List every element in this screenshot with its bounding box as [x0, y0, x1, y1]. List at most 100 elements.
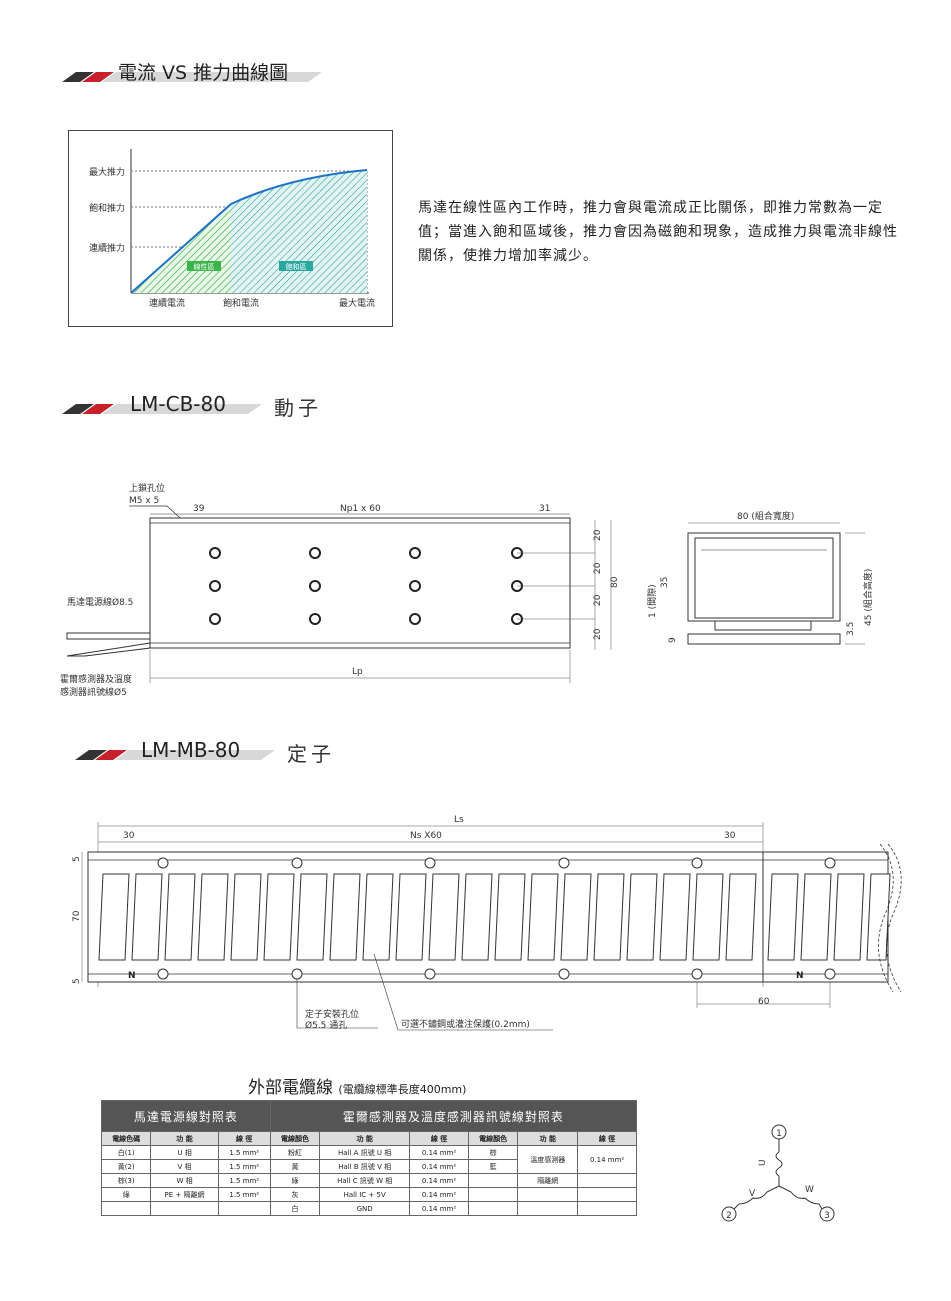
- cell: [467, 1201, 519, 1216]
- dim-35: 35: [660, 577, 670, 588]
- cell: 0.14 mm²: [409, 1159, 469, 1174]
- col-header: 功 能: [150, 1131, 219, 1146]
- curve-description: 馬達在線性區內工作時，推力會與電流成正比關係，即推力常數為一定值；當進入飽和區域…: [418, 200, 898, 264]
- region-label-linear: 線性區: [194, 262, 215, 271]
- dim-5a: 5: [72, 856, 82, 862]
- cell: PE + 隔離網: [150, 1187, 219, 1202]
- magnet-row: [98, 873, 891, 961]
- header-stripe-icon: [62, 72, 322, 82]
- section-header-stator: LM-MB-80 定子: [75, 738, 355, 774]
- terminal-1: 1: [776, 1129, 782, 1139]
- dim-5b: 5: [72, 978, 82, 984]
- height-label: 45 (組合高度): [862, 569, 874, 626]
- lock-hole-spec: M5 x 5: [129, 496, 159, 506]
- y-label-max: 最大推力: [89, 166, 125, 178]
- saturation-region: [231, 170, 367, 293]
- cell: 0.14 mm²: [409, 1187, 469, 1202]
- dim-60: 60: [758, 997, 770, 1007]
- lp-label: Lp: [352, 667, 363, 677]
- col-header: 電線顏色: [467, 1131, 519, 1146]
- thrust-curve: [130, 169, 368, 294]
- cell: 1.5 mm²: [217, 1145, 271, 1160]
- cell: [217, 1201, 271, 1216]
- cell: Hall IC + 5V: [319, 1187, 411, 1202]
- cell: [467, 1173, 519, 1188]
- dim-35b: 3.5: [846, 622, 856, 636]
- cell: W 相: [150, 1173, 219, 1188]
- dim-70: 70: [72, 910, 82, 922]
- gap-label: 1 (間隙): [646, 584, 658, 618]
- terminal-2: 2: [726, 1211, 732, 1221]
- phase-v: V: [749, 1189, 756, 1199]
- cell: 0.14 mm²: [409, 1145, 469, 1160]
- cell: [100, 1201, 152, 1216]
- cell: 藍: [467, 1159, 519, 1174]
- ls-label: Ls: [454, 815, 464, 825]
- y-label-continuous: 連續推力: [89, 242, 125, 254]
- cell: 0.14 mm²: [409, 1201, 469, 1216]
- n-mark-right: N: [796, 971, 804, 981]
- stator-label: 定子: [287, 742, 335, 766]
- stator-mount-holes: [157, 857, 836, 980]
- table-row: 白(1) U 相 1.5 mm² 粉紅 Hall A 訊號 U 相 0.14 m…: [100, 1145, 637, 1174]
- pitch-label: Ns X60: [410, 831, 442, 841]
- cell: [517, 1187, 579, 1202]
- cell: [577, 1173, 637, 1188]
- mount-label-2: Ø5.5 通孔: [305, 1020, 347, 1031]
- cell: [517, 1201, 579, 1216]
- power-table-header: 馬達電源線對照表: [101, 1100, 271, 1132]
- col-header: 功 能: [517, 1131, 579, 1146]
- dim-30a: 30: [123, 831, 135, 841]
- dim-pitch: Np1 x 60: [340, 504, 381, 514]
- cable-title-text: 外部電纜線: [248, 1078, 333, 1098]
- sensor-cable-label-1: 霍爾感測器及溫度: [60, 673, 132, 685]
- section-header-curve: 電流 VS 推力曲線圖: [62, 62, 322, 96]
- cell: 0.14 mm²: [409, 1173, 469, 1188]
- curve-chart-svg: 線性區 飽和區 最大推力 飽和推力 連續推力 連續電流 飽和電流 最大電流: [89, 149, 375, 309]
- dim-v-1: 20: [593, 529, 603, 541]
- wiring-star-diagram: 1 2 3 U V W: [721, 1124, 835, 1222]
- dim-right: 31: [539, 504, 550, 514]
- table-row: 白 GND 0.14 mm²: [100, 1201, 637, 1216]
- cell: 粉紅: [269, 1145, 321, 1160]
- cell: Hall A 訊號 U 相: [319, 1145, 411, 1160]
- header-stripe-icon: [62, 404, 262, 414]
- dim-v-3: 20: [593, 594, 603, 606]
- stator-model: LM-MB-80: [141, 738, 241, 762]
- dim-v-4: 20: [593, 628, 603, 640]
- cell: 綠: [100, 1187, 152, 1202]
- phase-w: W: [805, 1185, 814, 1195]
- cell: 棕: [467, 1145, 519, 1160]
- n-mark-left: N: [128, 971, 136, 981]
- mover-model: LM-CB-80: [130, 392, 226, 416]
- col-header: 線 徑: [409, 1131, 469, 1146]
- cell: 0.14 mm²: [577, 1145, 637, 1174]
- cable-title-note: (電纜線標準長度400mm): [338, 1083, 467, 1096]
- cell: V 相: [150, 1159, 219, 1174]
- dim-v-2: 20: [593, 562, 603, 574]
- sensor-cable-label-2: 感測器訊號線Ø5: [60, 686, 127, 698]
- x-label-max: 最大電流: [339, 297, 375, 309]
- width-label: 80 (組合寬度): [737, 510, 794, 522]
- dim-30b: 30: [724, 831, 736, 841]
- dim-v-total: 80: [610, 576, 620, 588]
- x-label-saturation: 飽和電流: [223, 297, 259, 309]
- cell: [577, 1187, 637, 1202]
- mover-label: 動子: [274, 396, 322, 420]
- sensor-table-header: 霍爾感測器及溫度感測器訊號線對照表: [269, 1100, 638, 1132]
- table-row: 綠 PE + 隔離網 1.5 mm² 灰 Hall IC + 5V 0.14 m…: [100, 1187, 637, 1202]
- lock-hole-label: 上鎖孔位: [129, 482, 165, 494]
- mover-drawing: 上鎖孔位 M5 x 5 39 Np1 x 60 31 20 20 20 20 8…: [60, 482, 874, 698]
- cell: 灰: [269, 1187, 321, 1202]
- cell: 棕(3): [100, 1173, 152, 1188]
- col-header: 功 能: [319, 1131, 411, 1146]
- cell: 白: [269, 1201, 321, 1216]
- cable-title: 外部電纜線 (電纜線標準長度400mm): [248, 1073, 466, 1098]
- power-cable-label: 馬達電源線Ø8.5: [67, 596, 133, 608]
- cell: 1.5 mm²: [217, 1159, 271, 1174]
- col-header: 電線顏色: [269, 1131, 321, 1146]
- header-stripe-icon: [75, 750, 275, 760]
- mount-label-1: 定子安裝孔位: [305, 1008, 359, 1020]
- cell: [150, 1201, 219, 1216]
- col-header: 線 徑: [217, 1131, 271, 1146]
